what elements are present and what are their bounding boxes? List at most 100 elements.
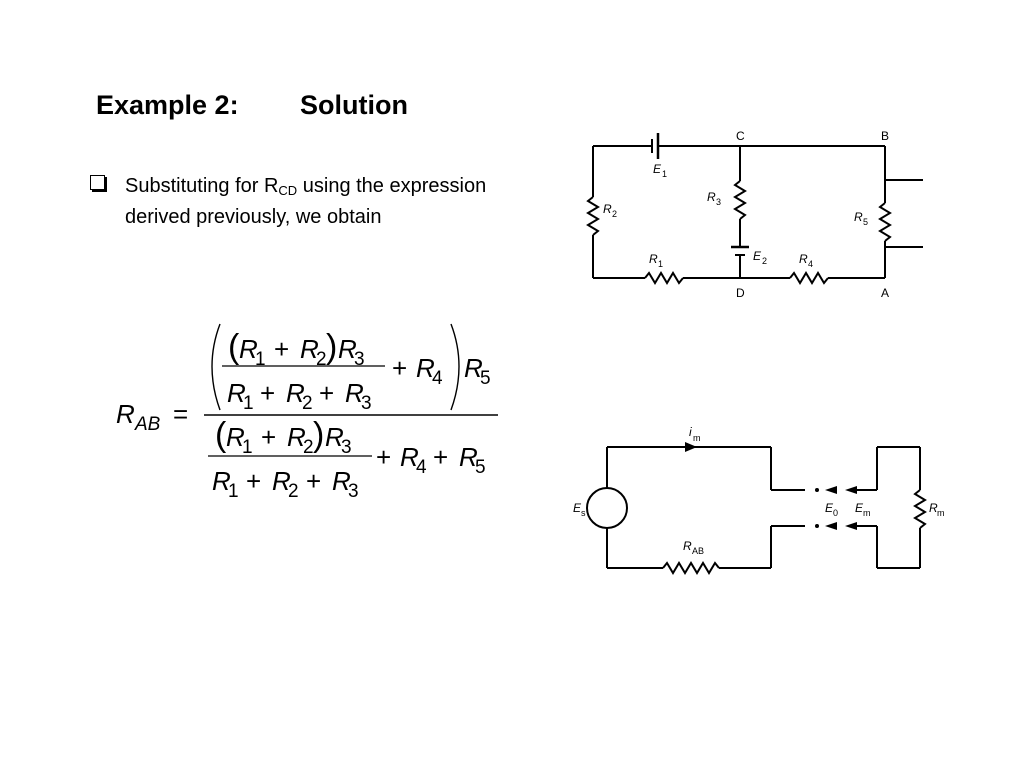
num-r1-sub: 1 [255, 349, 266, 370]
r2-resistor-icon [586, 196, 600, 236]
rab-resistor-icon [662, 561, 720, 575]
den-r2: R [287, 422, 306, 452]
es-source-icon [586, 487, 628, 529]
terminal-bottom-dot [815, 524, 819, 528]
formula-lhs-r: R [116, 399, 135, 429]
num-r4: R [416, 353, 435, 383]
em-sub: m [863, 508, 871, 518]
den-r1-sub: 1 [242, 437, 253, 458]
r4-sub: 4 [808, 259, 813, 269]
formula-equals: = [173, 399, 188, 429]
rm-sub: m [937, 508, 945, 518]
num-r3: R [338, 334, 357, 364]
num-open-paren: ( [228, 328, 240, 366]
r4-label: R [799, 252, 808, 266]
e0-sub: 0 [833, 508, 838, 518]
bullet-subscript: CD [278, 183, 298, 198]
r4-resistor-icon [789, 271, 829, 285]
node-b-label: B [881, 129, 889, 143]
num-den-r2-sub: 2 [302, 393, 313, 414]
den-plus-r4: + [376, 442, 391, 472]
r2-label: R [603, 202, 612, 216]
rab-formula: R AB = ( R 1 + R 2 ) R 3 R 1 + R 2 + R 3… [116, 323, 498, 502]
terminal-top-dot [815, 488, 819, 492]
meter-arrow-bottom-icon [845, 522, 857, 530]
num-r5-sub: 5 [480, 368, 491, 389]
es-label: E [573, 501, 582, 515]
terminal-arrow-bottom-icon [825, 522, 837, 530]
checkbox-bullet-icon [90, 175, 105, 190]
den-den-plus-1: + [246, 466, 261, 496]
num-r2: R [300, 334, 319, 364]
node-a-label: A [881, 286, 889, 300]
r3-resistor-icon [733, 180, 747, 220]
e0-label: E [825, 501, 834, 515]
em-label: E [855, 501, 864, 515]
r5-label: R [854, 210, 863, 224]
bullet-point: Substituting for RCD using the expressio… [90, 171, 490, 233]
num-plus-1: + [274, 334, 289, 364]
e2-label: E [753, 249, 762, 263]
r1-label: R [649, 252, 658, 266]
meter-arrow-top-icon [845, 486, 857, 494]
den-r1: R [226, 422, 245, 452]
den-den-r2: R [272, 466, 291, 496]
num-den-r1-sub: 1 [243, 393, 254, 414]
num-den-r2: R [286, 378, 305, 408]
den-r4: R [400, 442, 419, 472]
den-plus-r5: + [433, 442, 448, 472]
den-den-plus-2: + [306, 466, 321, 496]
bridge-circuit-diagram: C B D A E 1 R 2 R 3 E 2 R 1 R 4 R 5 [586, 129, 923, 300]
den-r5-sub: 5 [475, 457, 486, 478]
e1-label: E [653, 162, 662, 176]
e1-sub: 1 [662, 169, 667, 179]
den-r2-sub: 2 [303, 437, 314, 458]
node-d-label: D [736, 286, 745, 300]
r5-sub: 5 [863, 217, 868, 227]
den-close-paren: ) [313, 416, 324, 454]
im-label: i [689, 425, 692, 439]
r2-sub: 2 [612, 209, 617, 219]
den-den-r3: R [332, 466, 351, 496]
terminal-arrow-top-icon [825, 486, 837, 494]
rab-label: R [683, 539, 692, 553]
num-r3-sub: 3 [354, 349, 365, 370]
r3-sub: 3 [716, 197, 721, 207]
den-r3: R [325, 422, 344, 452]
rm-label: R [929, 501, 938, 515]
rm-resistor-icon [913, 489, 927, 529]
den-den-r2-sub: 2 [288, 481, 299, 502]
title-solution: Solution [300, 90, 408, 120]
r3-label: R [707, 190, 716, 204]
bullet-text-end: using the expression derived previously,… [125, 175, 487, 228]
slide-title: Example 2: Solution [96, 90, 408, 121]
im-sub: m [693, 433, 701, 443]
num-r2-sub: 2 [316, 349, 327, 370]
rab-sub: AB [692, 546, 704, 556]
den-open-paren: ( [215, 416, 227, 454]
title-example: Example 2: [96, 90, 239, 120]
den-r4-sub: 4 [416, 457, 427, 478]
num-r5: R [464, 353, 483, 383]
r1-resistor-icon [644, 271, 684, 285]
den-den-r1-sub: 1 [228, 481, 239, 502]
e2-sub: 2 [762, 256, 767, 266]
current-arrow-icon [685, 442, 697, 452]
num-den-r1: R [227, 378, 246, 408]
den-den-r3-sub: 3 [348, 481, 359, 502]
formula-lhs-sub: AB [134, 414, 161, 435]
den-r3-sub: 3 [341, 437, 352, 458]
bullet-text: Substituting for RCD using the expressio… [125, 171, 490, 233]
num-den-r3-sub: 3 [361, 393, 372, 414]
num-den-r3: R [345, 378, 364, 408]
den-den-r1: R [212, 466, 231, 496]
equivalent-circuit-diagram: i m E s R AB E 0 E m R m [573, 425, 945, 575]
num-den-plus-1: + [260, 378, 275, 408]
es-sub: s [581, 508, 586, 518]
den-plus-1: + [261, 422, 276, 452]
num-r1: R [239, 334, 258, 364]
num-plus-r4: + [392, 353, 407, 383]
bullet-text-start: Substituting for R [125, 175, 279, 197]
big-right-paren [450, 323, 460, 411]
node-c-label: C [736, 129, 745, 143]
